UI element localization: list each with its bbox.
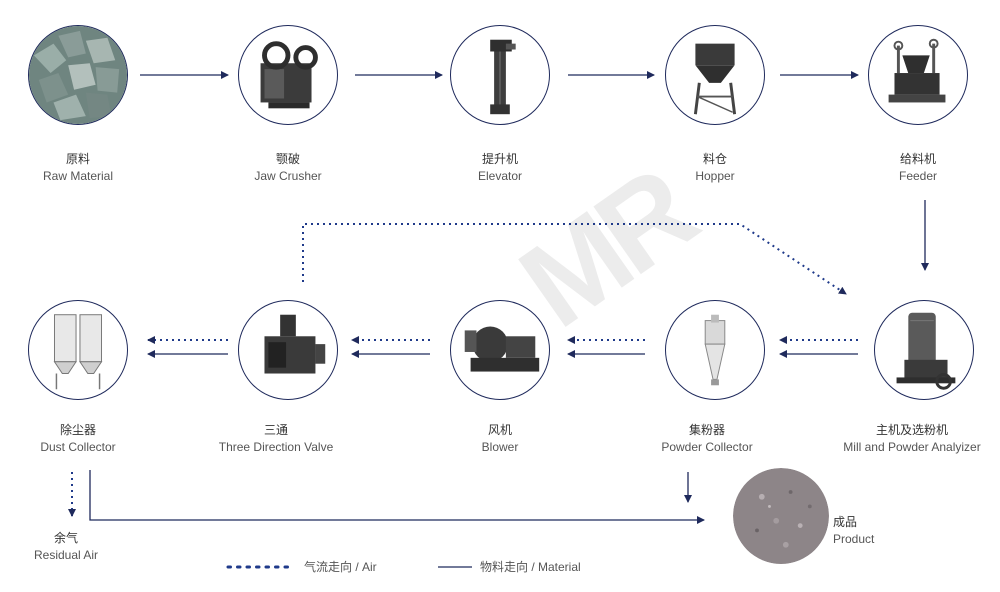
legend-material-swatch <box>438 562 472 572</box>
legend-material-label: 物料走向 / Material <box>480 558 581 575</box>
node-valve <box>238 300 338 400</box>
node-hopper <box>665 25 765 125</box>
legend-air-label: 气流走向 / Air <box>304 558 377 575</box>
blower-icon <box>451 301 549 399</box>
hopper-icon <box>666 26 764 124</box>
stone-pile-icon <box>29 26 127 124</box>
node-dust-collector <box>28 300 128 400</box>
link-dust-to-product <box>90 470 704 520</box>
feeder-icon <box>869 26 967 124</box>
node-mill <box>874 300 974 400</box>
node-elevator <box>450 25 550 125</box>
node-powder-collector <box>665 300 765 400</box>
air-return-loop <box>303 224 846 294</box>
legend-air-swatch <box>226 562 296 572</box>
node-raw-material <box>28 25 128 125</box>
powder-pile-icon <box>733 468 829 564</box>
jaw-crusher-icon <box>239 26 337 124</box>
dust-collector-icon <box>29 301 127 399</box>
node-product <box>733 468 829 564</box>
bucket-elevator-icon <box>451 26 549 124</box>
valve-icon <box>239 301 337 399</box>
node-blower <box>450 300 550 400</box>
node-jaw-crusher <box>238 25 338 125</box>
node-feeder <box>868 25 968 125</box>
mill-icon <box>875 301 973 399</box>
cyclone-icon <box>666 301 764 399</box>
